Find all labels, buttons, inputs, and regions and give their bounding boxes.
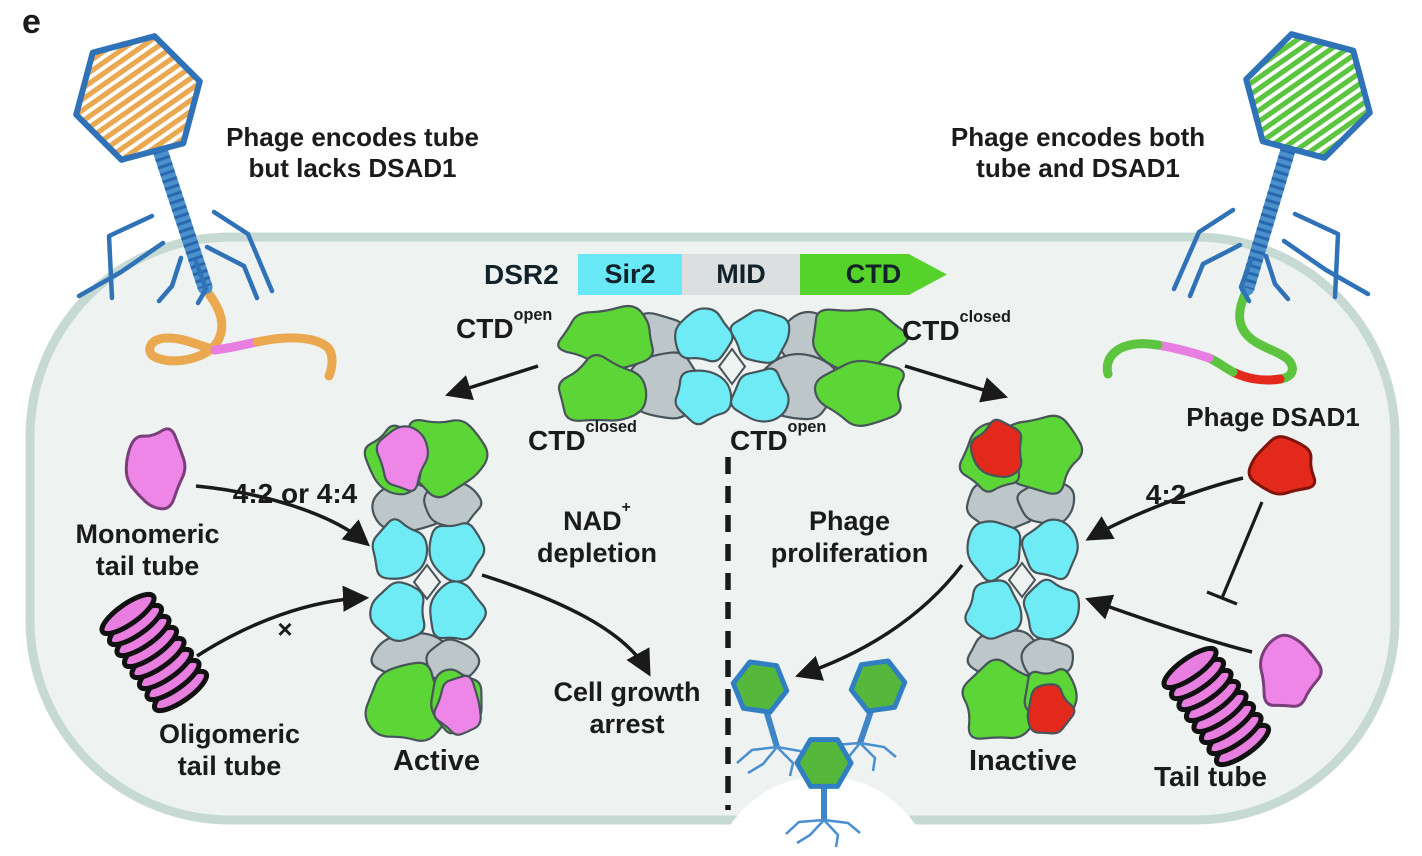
arrow-nad-to-arrest bbox=[481, 573, 651, 677]
capsid-hexagon bbox=[73, 33, 203, 163]
ctd-state-top-right: CTDclosed bbox=[902, 307, 1011, 346]
ctd-state-bottom-right: CTDopen bbox=[730, 417, 827, 456]
arrow-oligomeric-blocked bbox=[196, 585, 370, 658]
blocked-cross: × bbox=[277, 614, 293, 644]
oligomeric-tail-tube-icon bbox=[99, 591, 210, 714]
arrow-to-active-branch bbox=[444, 364, 539, 401]
tail-tube-label: Tail tube bbox=[1153, 761, 1268, 792]
bound-tail-tube-blob bbox=[433, 674, 482, 736]
sir2-blob bbox=[966, 520, 1022, 583]
sir2-blob bbox=[1022, 578, 1081, 641]
ctd-blob bbox=[557, 354, 648, 422]
sir2-blob bbox=[729, 367, 790, 423]
active-pore bbox=[412, 563, 442, 601]
arrow-monomeric-to-active bbox=[195, 484, 370, 547]
sir2-blob bbox=[674, 369, 733, 426]
arrow-dsad1-to-inactive bbox=[1085, 476, 1244, 541]
ctd-state-bottom-left: CTDclosed bbox=[528, 417, 637, 456]
right-phage-icon bbox=[1171, 31, 1373, 304]
monomeric-tail-tube-label: Monomeric tail tube bbox=[75, 519, 220, 582]
progeny-phage-icon bbox=[730, 659, 814, 777]
arrow-layer bbox=[195, 364, 1264, 681]
central-pore bbox=[717, 347, 747, 386]
tail-fibers bbox=[76, 209, 275, 306]
coil-ring bbox=[1161, 645, 1219, 691]
oligomeric-tail-tube-icon bbox=[1161, 645, 1272, 768]
sir2-domain-box: Sir2 bbox=[578, 254, 682, 295]
left-phage-icon bbox=[73, 33, 275, 306]
progeny-phage-icon bbox=[785, 737, 861, 848]
bound-tail-tube-blob bbox=[375, 425, 429, 492]
ctd-state-top-left: CTDopen bbox=[456, 305, 553, 344]
stoichiometry-label-left: 4:2 or 4:4 bbox=[232, 478, 358, 509]
inhibition-bar bbox=[1206, 501, 1264, 606]
ctd-blob bbox=[813, 359, 905, 427]
injected-dna-right bbox=[1102, 285, 1297, 385]
bound-dsad1-blob bbox=[969, 418, 1023, 478]
cell-growth-arrest-label: Cell growth arrest bbox=[553, 677, 701, 740]
tail-fibers bbox=[1171, 207, 1371, 304]
arrow-to-inactive-branch bbox=[904, 364, 1009, 403]
ctd-blob bbox=[557, 304, 654, 372]
sir2-blob bbox=[964, 579, 1023, 640]
bound-dsad1-blob bbox=[1026, 683, 1076, 735]
arrow-proliferation bbox=[795, 563, 964, 681]
arrow-tailtube-to-inactive bbox=[1085, 594, 1253, 654]
sir2-blob bbox=[729, 309, 791, 364]
right-phage-caption: Phage encodes both tube and DSAD1 bbox=[950, 122, 1206, 184]
nad-depletion-label: NAD+ depletion bbox=[537, 499, 657, 569]
inactive-state-label: Inactive bbox=[969, 745, 1077, 777]
active-state-label: Active bbox=[392, 745, 481, 777]
mid-domain-box: MID bbox=[682, 254, 800, 295]
phage-dsad1-label: Phage DSAD1 bbox=[1186, 402, 1360, 432]
inactive-pore bbox=[1007, 561, 1037, 599]
left-phage-caption: Phage encodes tube but lacks DSAD1 bbox=[226, 122, 479, 184]
panel-label: e bbox=[22, 3, 41, 41]
sir2-blob bbox=[369, 581, 426, 642]
sir2-blob bbox=[371, 518, 429, 580]
stoichiometry-label-right: 4:2 bbox=[1145, 479, 1187, 510]
coil-ring bbox=[99, 591, 157, 637]
monomeric-tail-tube-icon bbox=[1259, 633, 1323, 708]
phage-dsad1-icon bbox=[1247, 435, 1317, 496]
ctd-blob bbox=[812, 307, 909, 372]
injected-dna-left bbox=[145, 285, 337, 381]
monomeric-tail-tube-icon bbox=[124, 427, 187, 511]
protein-complexes bbox=[124, 304, 1323, 742]
ctd-blob bbox=[364, 661, 455, 742]
sir2-blob bbox=[673, 307, 734, 363]
sir2-blob bbox=[1020, 518, 1079, 581]
phage-proliferation-label: Phage proliferation bbox=[770, 506, 929, 569]
sir2-blob bbox=[429, 580, 487, 641]
dsr2-label: DSR2 bbox=[484, 259, 559, 290]
sir2-blob bbox=[428, 522, 486, 583]
capsid-hexagon bbox=[1243, 31, 1373, 161]
oligomeric-tail-tube-label: Oligomeric tail tube bbox=[158, 719, 301, 782]
